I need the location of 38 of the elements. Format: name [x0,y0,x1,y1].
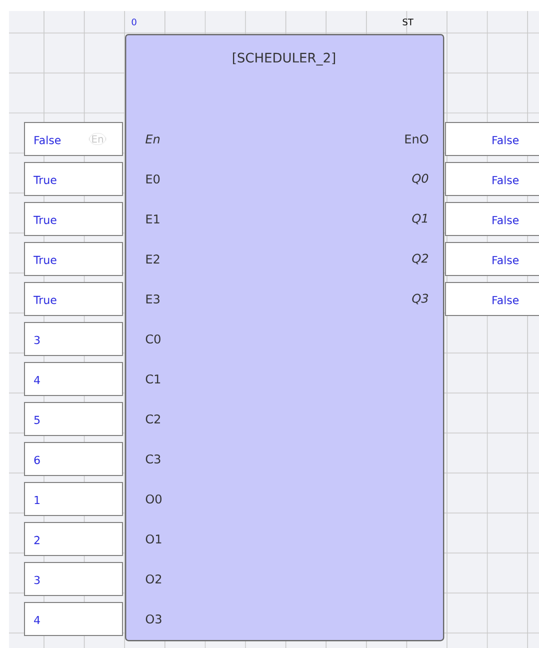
pin-label: Q3 [412,294,428,304]
value-field: False [445,242,539,276]
pin-label: Q2 [412,254,428,264]
pin-label: E2 [146,254,160,264]
value-field: False [445,122,539,156]
value-field: True [24,202,123,236]
pin-label: O1 [146,534,162,544]
value-field: True [24,162,123,196]
value-field: 5 [24,402,123,436]
value-field: 1 [24,482,123,516]
value-field: True [24,242,123,276]
pin-label: E0 [146,174,160,184]
pin-label: C0 [146,334,160,344]
pin-label: Q0 [412,174,428,184]
value-field: 3 [24,562,123,596]
pin-label: Q1 [412,214,427,224]
pin-label: E3 [146,294,160,304]
value-field: False En [24,122,123,156]
pin-label: C2 [146,414,160,424]
pin-label: C1 [146,374,160,384]
type-label: ST [402,18,414,26]
value-field: True [24,282,123,316]
value-field: 6 [24,442,123,476]
pin-label: O3 [146,614,162,624]
value-field: False [445,162,539,196]
pin-label: En [146,134,160,144]
pin-label: E1 [146,214,160,224]
pin-label: EnO [405,134,428,144]
index-number: 0 [132,18,136,26]
value-field: False [445,202,539,236]
value-field: 4 [24,602,123,636]
pin-label: O0 [146,494,162,504]
value-field: 3 [24,322,123,356]
value-field: 4 [24,362,123,396]
value-field: False [445,282,539,316]
pin-label: C3 [146,454,160,464]
value-field: 2 [24,522,123,556]
pin-label: O2 [146,574,162,584]
